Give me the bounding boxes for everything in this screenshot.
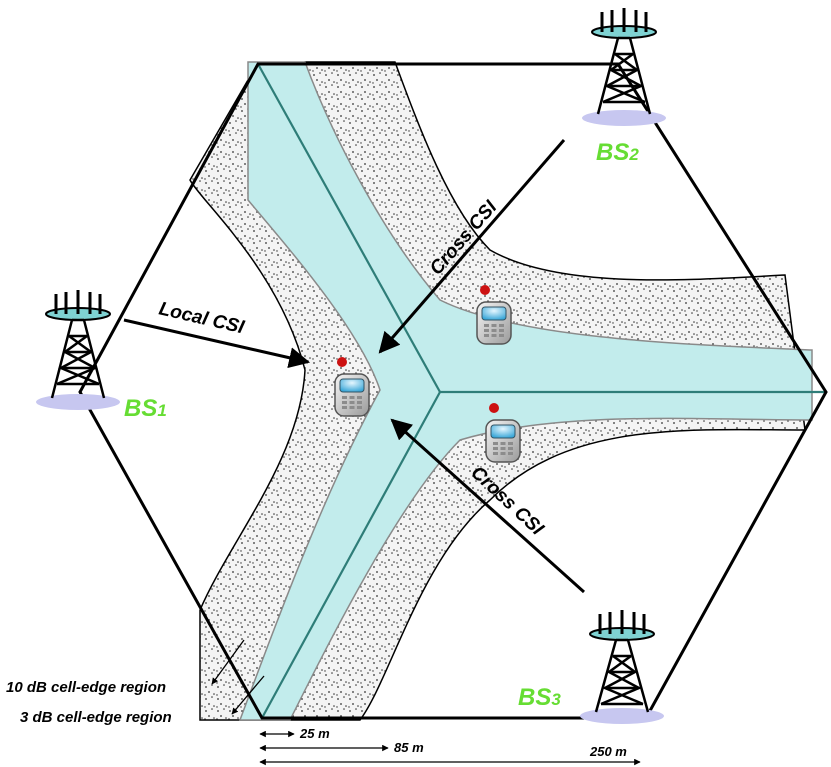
band-line-sw [261,391,441,719]
edge-3db-pointer [231,675,265,715]
dimension-25m-label: 25 m [299,726,330,741]
band-line-nw [257,63,441,393]
bs3-tower-icon [580,610,664,724]
edge-10db-label: 10 dB cell-edge region [6,679,166,696]
cross-csi-arrow-upper [378,139,566,354]
local-csi-label: Local CSI [157,298,247,338]
bs1-label: BS1 [124,395,167,422]
bs2-label: BS2 [596,139,639,166]
edge-10db-pointer [211,639,245,685]
bs2-tower-icon [582,8,666,126]
user-phone-3-icon [485,403,521,463]
user-phone-2-icon [476,285,512,345]
user-phone-1-icon [334,357,370,417]
dimension-250m-label: 250 m [589,744,627,759]
bs1-tower-icon [36,290,120,410]
cross-csi-arrow-lower [390,418,586,594]
local-csi-arrow [123,318,311,369]
edge-3db-label: 3 dB cell-edge region [20,709,172,726]
bs3-label: BS3 [518,684,561,711]
dimension-85m-label: 85 m [394,740,424,755]
